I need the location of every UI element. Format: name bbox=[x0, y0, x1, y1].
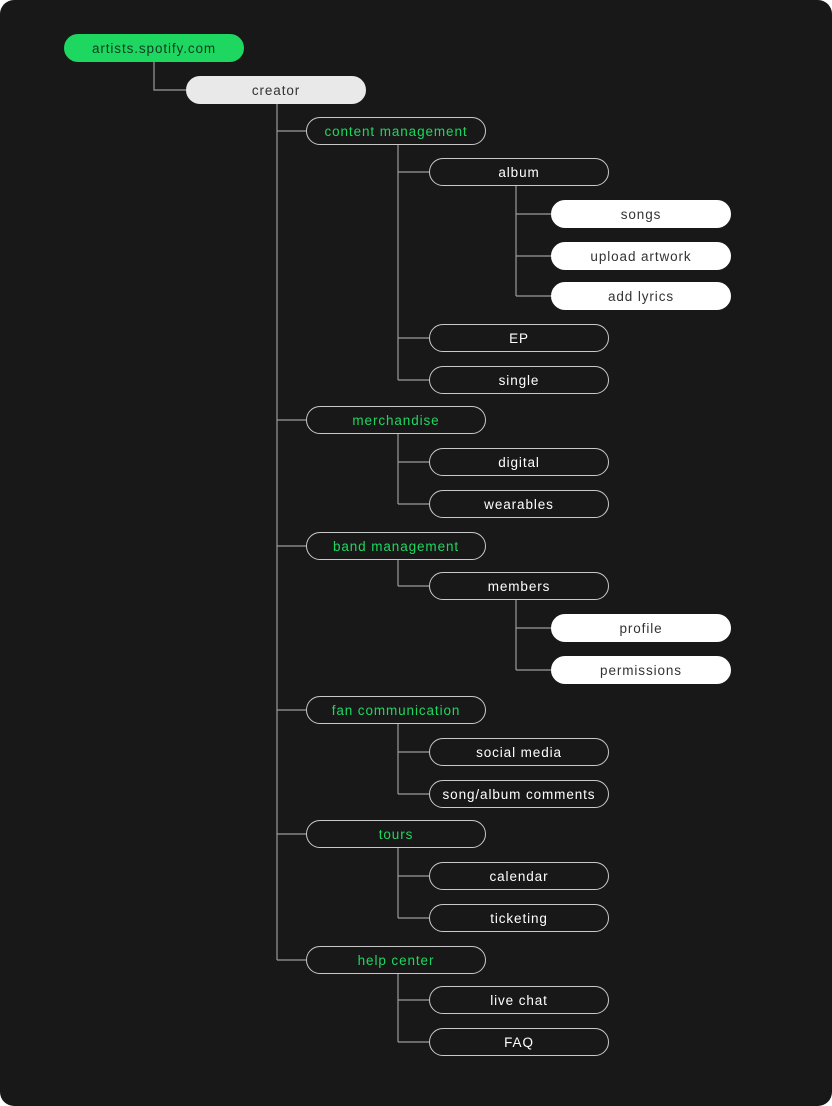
node-root: artists.spotify.com bbox=[64, 34, 244, 62]
node-permissions: permissions bbox=[551, 656, 731, 684]
node-ep: EP bbox=[429, 324, 609, 352]
node-social-media: social media bbox=[429, 738, 609, 766]
node-profile: profile bbox=[551, 614, 731, 642]
node-songs: songs bbox=[551, 200, 731, 228]
node-section-help-center: help center bbox=[306, 946, 486, 974]
node-section-tours: tours bbox=[306, 820, 486, 848]
node-calendar: calendar bbox=[429, 862, 609, 890]
node-section-content-management: content management bbox=[306, 117, 486, 145]
node-live-chat: live chat bbox=[429, 986, 609, 1014]
node-digital: digital bbox=[429, 448, 609, 476]
node-section-merchandise: merchandise bbox=[306, 406, 486, 434]
node-upload-artwork: upload artwork bbox=[551, 242, 731, 270]
node-ticketing: ticketing bbox=[429, 904, 609, 932]
node-song-album-comments: song/album comments bbox=[429, 780, 609, 808]
node-wearables: wearables bbox=[429, 490, 609, 518]
node-section-band-management: band management bbox=[306, 532, 486, 560]
node-single: single bbox=[429, 366, 609, 394]
connector-line-0 bbox=[153, 62, 186, 91]
node-section-fan-communication: fan communication bbox=[306, 696, 486, 724]
node-faq: FAQ bbox=[429, 1028, 609, 1056]
node-creator: creator bbox=[186, 76, 366, 104]
node-members: members bbox=[429, 572, 609, 600]
node-add-lyrics: add lyrics bbox=[551, 282, 731, 310]
node-album: album bbox=[429, 158, 609, 186]
